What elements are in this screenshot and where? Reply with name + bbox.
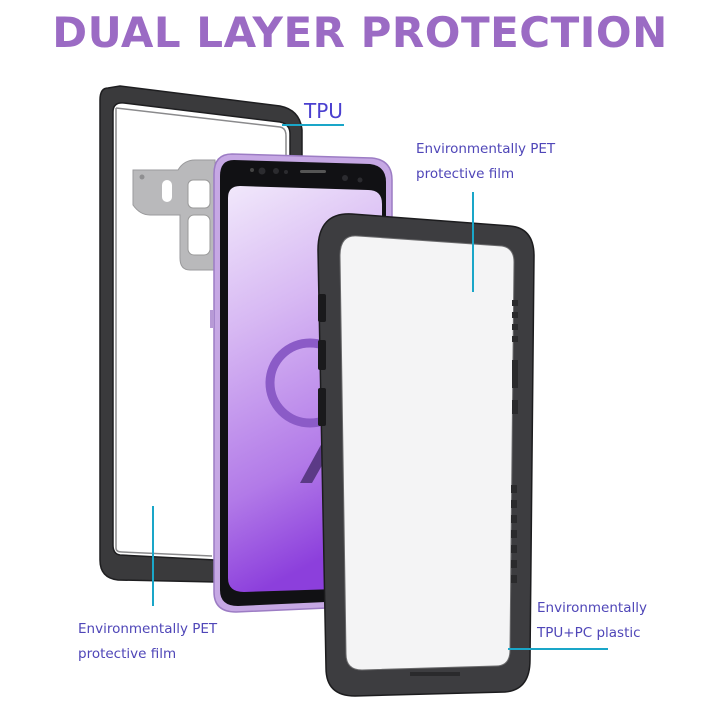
tpu-back-frame — [99, 85, 303, 583]
callout-line-top-right — [472, 192, 474, 292]
label-bottom-left-line1: Environmentally PET — [78, 621, 218, 637]
label-top-right-line2: protective film — [416, 166, 515, 182]
label-bottom-left: Environmentally PET protective film — [78, 617, 217, 667]
label-bottom-left-line2: protective film — [78, 646, 177, 662]
callout-line-bottom-left — [152, 506, 154, 606]
callout-line-tpu — [282, 124, 344, 126]
front-pc-frame — [317, 213, 535, 697]
label-tpu: TPU — [304, 99, 343, 123]
label-top-right: Environmentally PET protective film — [416, 137, 555, 187]
page-title: DUAL LAYER PROTECTION — [52, 8, 668, 57]
label-top-right-line1: Environmentally PET — [416, 141, 556, 157]
label-bottom-right: Environmentally TPU+PC plastic — [537, 596, 647, 646]
label-bottom-right-line2: TPU+PC plastic — [537, 625, 641, 641]
plate-slot-icon — [162, 180, 172, 202]
callout-line-bottom-right — [508, 648, 608, 650]
label-bottom-right-line1: Environmentally — [537, 600, 647, 616]
